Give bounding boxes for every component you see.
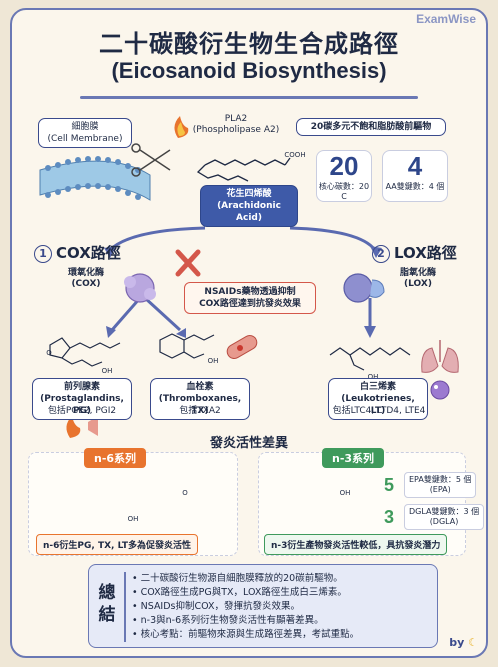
double-bond-stat: 4 AA雙鍵數：4 個 (382, 150, 448, 202)
lt-box-en: (Leukotrienes, LT) (341, 394, 415, 416)
epa-line2: (EPA) (429, 485, 451, 494)
dgla-line2: (DGLA) (429, 517, 459, 526)
dgla-box: DGLA雙鍵數：3 個 (DGLA) (404, 504, 485, 530)
inhibition-x-icon (175, 249, 201, 277)
tx-box: 血栓素 (Thromboxanes, TX) (150, 378, 250, 420)
pg-box: 前列腺素 (Prostaglandins, PG) (32, 378, 132, 420)
cox-enzyme-illustration (124, 273, 156, 303)
summary-item: NSAIDs抑制COX，發揮抗發炎效果。 (132, 600, 432, 614)
summary-item: 核心考點：前驅物來源與生成路徑差異，考試重點。 (132, 628, 432, 642)
aa-label-en: (Arachidonic Acid) (217, 201, 281, 223)
pg-o-label: O (46, 349, 52, 357)
cooh-label: COOH (284, 151, 306, 159)
pg-box-en: (Prostaglandins, PG) (40, 394, 124, 416)
brand-logo: ExamWise (416, 12, 476, 26)
lox-enzyme-label: 脂氧化酶 (LOX) (388, 268, 448, 290)
inflammation-section-title: 發炎活性差異 (209, 436, 288, 451)
n6-o-label: O (182, 489, 188, 497)
flame-icon-pla2 (174, 116, 189, 138)
title-underline (80, 96, 418, 99)
alert-icon-pg (88, 416, 98, 436)
cox-route-label: COX路徑 (56, 244, 121, 262)
summary-separator (124, 572, 126, 642)
n6-note: n-6衍生PG, TX, LT多為促發炎活性 (36, 534, 198, 555)
membrane-label-en: (Cell Membrane) (47, 134, 123, 144)
epa-line1: EPA雙鍵數：5 個 (409, 475, 472, 484)
lox-enzyme-zh: 脂氧化酶 (399, 268, 436, 278)
tx-note: 包括TXA2 (179, 406, 221, 416)
blood-vessel-icon (226, 335, 258, 359)
thromboxane-structure (159, 333, 215, 359)
precursor-note: 20碳多元不飽和脂肪酸前驅物 (296, 118, 446, 136)
lt-box-zh: 白三烯素 (359, 382, 396, 392)
carbon-count-stat: 20 核心碳數：20 C (316, 150, 372, 202)
cox-enzyme-zh: 環氧化酶 (67, 268, 104, 278)
carbon-count-value: 20 (329, 151, 359, 181)
pg-oh-label: OH (101, 367, 113, 375)
summary-title: 總結 (98, 583, 116, 625)
n3-note: n-3衍生產物發炎活性較低，具抗發炎潛力 (264, 534, 448, 555)
signature: by ☾ (449, 636, 478, 649)
n3-tag: n-3系列 (322, 448, 385, 468)
page-subtitle: (Eicosanoid Biosynthesis) (111, 58, 387, 83)
leukotriene-structure (329, 347, 411, 371)
n3-oh-label: OH (339, 489, 351, 497)
pg-note: 包括PGE2, PGI2 (47, 406, 117, 416)
cox-route-number: 1 (34, 245, 52, 263)
pla2-full: (Phospholipase A2) (192, 125, 280, 135)
membrane-illustration (39, 156, 151, 201)
pla2-label: PLA2 (Phospholipase A2) (188, 114, 284, 136)
banana-icon: ☾ (468, 636, 478, 649)
nsaid-note-line2: COX路徑達到抗發炎效果 (199, 299, 301, 309)
epa-num: 5 (384, 474, 395, 495)
tx-box-zh: 血栓素 (186, 382, 214, 392)
dgla-num: 3 (384, 506, 395, 527)
summary-list: 二十碳酸衍生物源自細胞膜釋放的20碳前驅物。 COX路徑生成PG與TX，LOX路… (132, 572, 432, 642)
nsaid-note-line1: NSAIDs藥物透過抑制 (204, 287, 296, 297)
summary-item: n-3與n-6系列衍生物發炎活性有顯著差異。 (132, 614, 432, 628)
membrane-label-zh: 細胞膜 (71, 122, 99, 132)
signature-text: by (449, 636, 465, 649)
summary-item: 二十碳酸衍生物源自細胞膜釋放的20碳前驅物。 (132, 572, 432, 586)
n6-oh-label: OH (127, 515, 139, 523)
pla2-name: PLA2 (224, 114, 248, 124)
dgla-row: 3 DGLA雙鍵數：3 個 (DGLA) (384, 504, 485, 530)
lox-route-number: 2 (372, 245, 390, 263)
lt-note: 包括LTC4, LTD4, LTE4 (332, 406, 426, 416)
summary-item: COX路徑生成PG與TX，LOX路徑生成白三烯素。 (132, 586, 432, 600)
arachidonic-acid-structure (196, 157, 291, 182)
aa-label-zh: 花生四烯酸 (226, 189, 272, 199)
membrane-label: 細胞膜 (Cell Membrane) (38, 118, 132, 148)
lox-route-label: LOX路徑 (394, 244, 457, 262)
flame-icon-pg (66, 416, 81, 438)
double-bond-caption: AA雙鍵數：4 個 (385, 182, 445, 191)
cox-enzyme-label: 環氧化酶 (COX) (56, 268, 116, 290)
epa-row: 5 EPA雙鍵數：5 個 (EPA) (384, 472, 477, 498)
cox-enzyme-en: (COX) (71, 279, 101, 289)
lt-oh-label: OH (367, 373, 379, 381)
double-bond-value: 4 (407, 151, 423, 181)
page-title: 二十碳酸衍生物生合成路徑 (99, 30, 399, 58)
flow-arrows (108, 226, 377, 332)
lox-enzyme-en: (LOX) (404, 279, 432, 289)
pathogen-icon (430, 380, 450, 400)
lt-box: 白三烯素 (Leukotrienes, LT) (328, 378, 428, 420)
nsaid-note: NSAIDs藥物透過抑制 COX路徑達到抗發炎效果 (184, 282, 316, 314)
tx-oh-label: OH (207, 357, 219, 365)
lungs-icon (421, 340, 459, 373)
prostaglandin-structure (49, 337, 121, 367)
pg-box-zh: 前列腺素 (63, 382, 100, 392)
arachidonic-acid-label: 花生四烯酸 (Arachidonic Acid) (200, 185, 298, 227)
dgla-line1: DGLA雙鍵數：3 個 (409, 507, 480, 516)
n6-tag: n-6系列 (84, 448, 147, 468)
tx-box-en: (Thromboxanes, TX) (158, 394, 242, 416)
lox-enzyme-illustration (343, 273, 385, 303)
carbon-count-caption: 核心碳數：20 C (318, 182, 370, 201)
epa-box: EPA雙鍵數：5 個 (EPA) (404, 472, 477, 498)
scissors-icon (131, 143, 171, 177)
